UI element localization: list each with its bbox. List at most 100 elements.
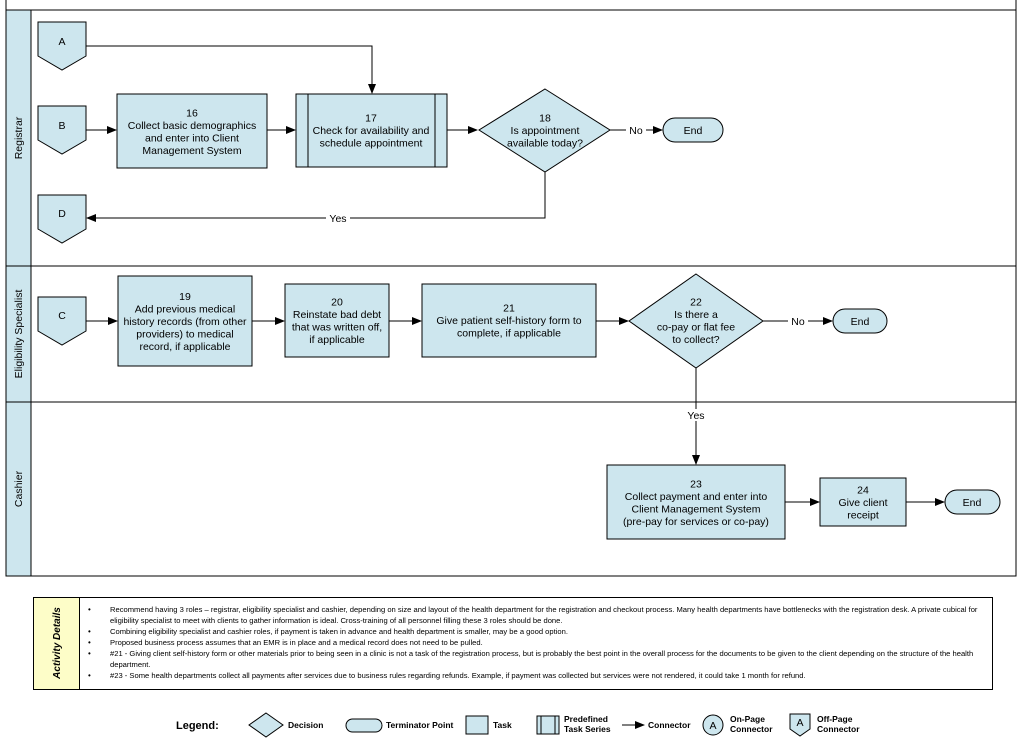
lane-header-registrar bbox=[5, 9, 32, 267]
node-text-line: Is there a bbox=[674, 309, 718, 321]
activity-detail-item: Combining eligibility specialist and cas… bbox=[86, 626, 988, 637]
node-text-line: that was written off, bbox=[292, 321, 382, 333]
node-text-line: Check for availability and bbox=[313, 125, 430, 137]
label-yes-18: Yes bbox=[329, 213, 346, 225]
svg-text:Terminator Point: Terminator Point bbox=[386, 720, 454, 730]
activity-details-list: Recommend having 3 roles – registrar, el… bbox=[86, 604, 988, 681]
activity-detail-item: #23 - Some health departments collect al… bbox=[86, 670, 988, 681]
node-text-line: and enter into Client bbox=[145, 132, 239, 144]
node-text-line: if applicable bbox=[309, 334, 365, 346]
lane-header-eligibility bbox=[5, 265, 32, 403]
node-text-line: Give patient self-history form to bbox=[436, 315, 581, 327]
svg-text:D: D bbox=[58, 208, 66, 220]
svg-text:Task Series: Task Series bbox=[564, 724, 611, 734]
svg-text:On-Page: On-Page bbox=[730, 714, 765, 724]
svg-text:B: B bbox=[58, 120, 65, 132]
svg-text:Connector: Connector bbox=[648, 720, 691, 730]
activity-details-title: Activity Details bbox=[52, 607, 63, 680]
activity-details-header: Activity Details bbox=[34, 598, 80, 689]
svg-text:End: End bbox=[684, 125, 703, 137]
node-text-line: 19 bbox=[179, 291, 191, 303]
terminator-end-2: End bbox=[832, 308, 888, 334]
svg-text:C: C bbox=[58, 310, 66, 322]
node-text-line: available today? bbox=[507, 138, 583, 150]
offpage-connector-d: D bbox=[37, 194, 87, 244]
node-text-line: Collect payment and enter into bbox=[625, 491, 768, 503]
activity-detail-item: Recommend having 3 roles – registrar, el… bbox=[86, 604, 988, 626]
node-text-line: Give client bbox=[838, 497, 887, 509]
offpage-connector-b: B bbox=[37, 105, 87, 155]
legend: Legend: Decision Terminator Point Task P… bbox=[176, 712, 860, 738]
svg-text:Decision: Decision bbox=[288, 720, 323, 730]
node-text-line: Is appointment bbox=[511, 125, 580, 137]
node-text-line: 16 bbox=[186, 107, 198, 119]
legend-predefined-icon bbox=[536, 715, 560, 735]
offpage-connector-a: A bbox=[37, 21, 87, 71]
lane-label-eligibility: Eligibility Specialist bbox=[13, 290, 25, 379]
label-yes-22: Yes bbox=[687, 410, 704, 422]
edge-labels: No Yes No Yes bbox=[326, 124, 808, 422]
svg-text:Connector: Connector bbox=[817, 724, 860, 734]
activity-details-box: Activity Details Recommend having 3 role… bbox=[33, 597, 993, 690]
svg-text:Task: Task bbox=[493, 720, 512, 730]
node-text-line: Management System bbox=[142, 145, 241, 157]
legend-title: Legend: bbox=[176, 720, 219, 732]
node-text-line: complete, if applicable bbox=[457, 328, 561, 340]
legend-terminator-icon bbox=[345, 718, 383, 733]
svg-text:A: A bbox=[796, 717, 803, 729]
lane-header-cashier bbox=[5, 401, 32, 577]
edge-a-to-17 bbox=[86, 45, 376, 94]
svg-text:Predefined: Predefined bbox=[564, 714, 608, 724]
label-no-18: No bbox=[629, 125, 643, 137]
node-text-line: Add previous medical bbox=[135, 304, 235, 316]
svg-text:End: End bbox=[963, 497, 982, 509]
offpage-connector-c: C bbox=[37, 296, 87, 346]
node-text-line: co-pay or flat fee bbox=[657, 321, 735, 333]
node-text-line: 21 bbox=[503, 303, 515, 315]
activity-detail-item: Proposed business process assumes that a… bbox=[86, 637, 988, 648]
node-text-line: Client Management System bbox=[632, 503, 761, 515]
legend-task-icon bbox=[465, 715, 489, 735]
legend-offpage-icon bbox=[789, 713, 811, 737]
node-text-line: history records (from other bbox=[123, 316, 247, 328]
node-text-line: schedule appointment bbox=[320, 138, 423, 150]
label-no-22: No bbox=[791, 316, 805, 328]
node-text-line: 24 bbox=[857, 485, 869, 497]
svg-text:A: A bbox=[58, 36, 65, 48]
node-text-line: 23 bbox=[690, 478, 702, 490]
node-text-line: Reinstate bad debt bbox=[293, 309, 381, 321]
node-text-line: (pre-pay for services or co-pay) bbox=[623, 516, 769, 528]
terminator-end-3: End bbox=[944, 489, 1001, 515]
node-text-line: providers) to medical bbox=[136, 329, 233, 341]
svg-text:Off-Page: Off-Page bbox=[817, 714, 853, 724]
legend-onpage-icon bbox=[702, 714, 724, 736]
node-text-line: record, if applicable bbox=[139, 341, 230, 353]
node-text-line: to collect? bbox=[672, 334, 719, 346]
lane-label-cashier: Cashier bbox=[13, 470, 25, 507]
node-text-line: receipt bbox=[847, 510, 879, 522]
node-text-line: 20 bbox=[331, 296, 343, 308]
activity-detail-item: #21 - Giving client self-history form or… bbox=[86, 648, 988, 670]
legend-decision-icon bbox=[248, 712, 284, 738]
node-text-line: 22 bbox=[690, 296, 702, 308]
terminator-end-1: End bbox=[662, 117, 724, 143]
svg-text:Connector: Connector bbox=[730, 724, 773, 734]
node-text-line: Collect basic demographics bbox=[128, 120, 256, 132]
edge-18-yes-d bbox=[86, 172, 546, 222]
